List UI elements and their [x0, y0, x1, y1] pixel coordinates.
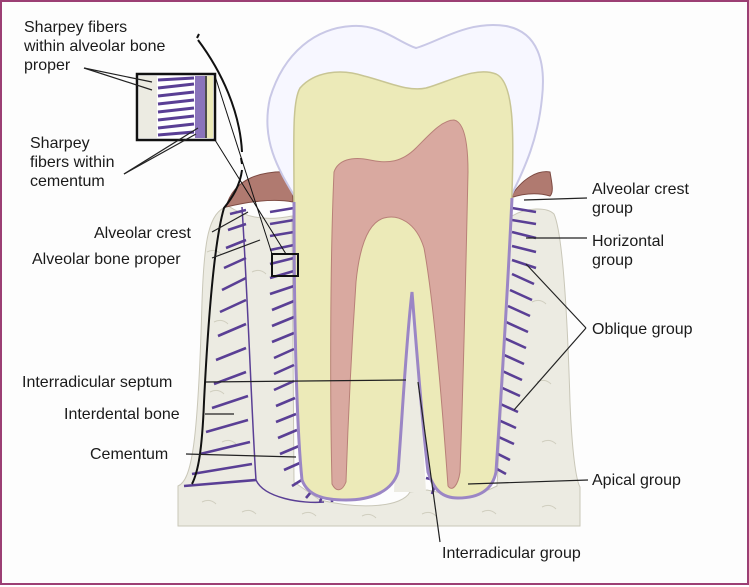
inset-dentin [207, 76, 213, 138]
zoom-line-2 [214, 139, 287, 255]
label-interradicular-group: Interradicular group [442, 545, 581, 562]
label-oblique-group: Oblique group [592, 321, 693, 338]
alveolar-bone-line [197, 39, 243, 153]
label-sharpey-cementum: Sharpey fibers within cementum [30, 134, 114, 191]
cementum-outline [292, 197, 514, 502]
label-alveolar-crest: Alveolar crest [94, 225, 191, 242]
label-horizontal-group-line-2: group [592, 252, 633, 269]
label-sharpey-cementum-line-3: cementum [30, 173, 105, 190]
label-alveolar-crest-group: Alveolar crest group [592, 180, 689, 218]
label-sharpey-bone-line-1: Sharpey fibers [24, 19, 128, 36]
label-cementum: Cementum [90, 446, 169, 463]
inset-cementum-band [195, 76, 205, 138]
label-horizontal-group-line-1: Horizontal [592, 233, 665, 250]
label-sharpey-cementum-line-1: Sharpey [30, 135, 90, 152]
bone-base [177, 205, 581, 527]
ligament-fibers [241, 206, 325, 504]
inset-bone [139, 76, 157, 138]
label-apical-group: Apical group [592, 472, 681, 489]
pulp [330, 119, 469, 491]
label-alveolar-bone-proper: Alveolar bone proper [32, 251, 181, 268]
label-interdental-bone: Interdental bone [64, 406, 180, 423]
locator-box [271, 253, 299, 277]
zoom-line-1 [214, 75, 273, 255]
label-sharpey-cementum-line-2: fibers within [30, 154, 115, 171]
alveolar-line-dash-1 [196, 33, 200, 39]
label-sharpey-bone: Sharpey fibers within alveolar bone prop… [24, 18, 165, 75]
label-interradicular-septum: Interradicular septum [22, 374, 173, 391]
label-sharpey-bone-line-2: within alveolar bone [24, 38, 166, 55]
label-alveolar-crest-group-line-2: group [592, 200, 633, 217]
gingiva-right [508, 171, 553, 199]
label-alveolar-crest-group-line-1: Alveolar crest [592, 181, 689, 198]
interradicular-septum-bone [394, 292, 426, 492]
label-horizontal-group: Horizontal group [592, 232, 664, 270]
inset-fibers [157, 76, 195, 137]
leader-lines [83, 67, 589, 543]
label-sharpey-bone-line-3: proper [24, 57, 71, 74]
